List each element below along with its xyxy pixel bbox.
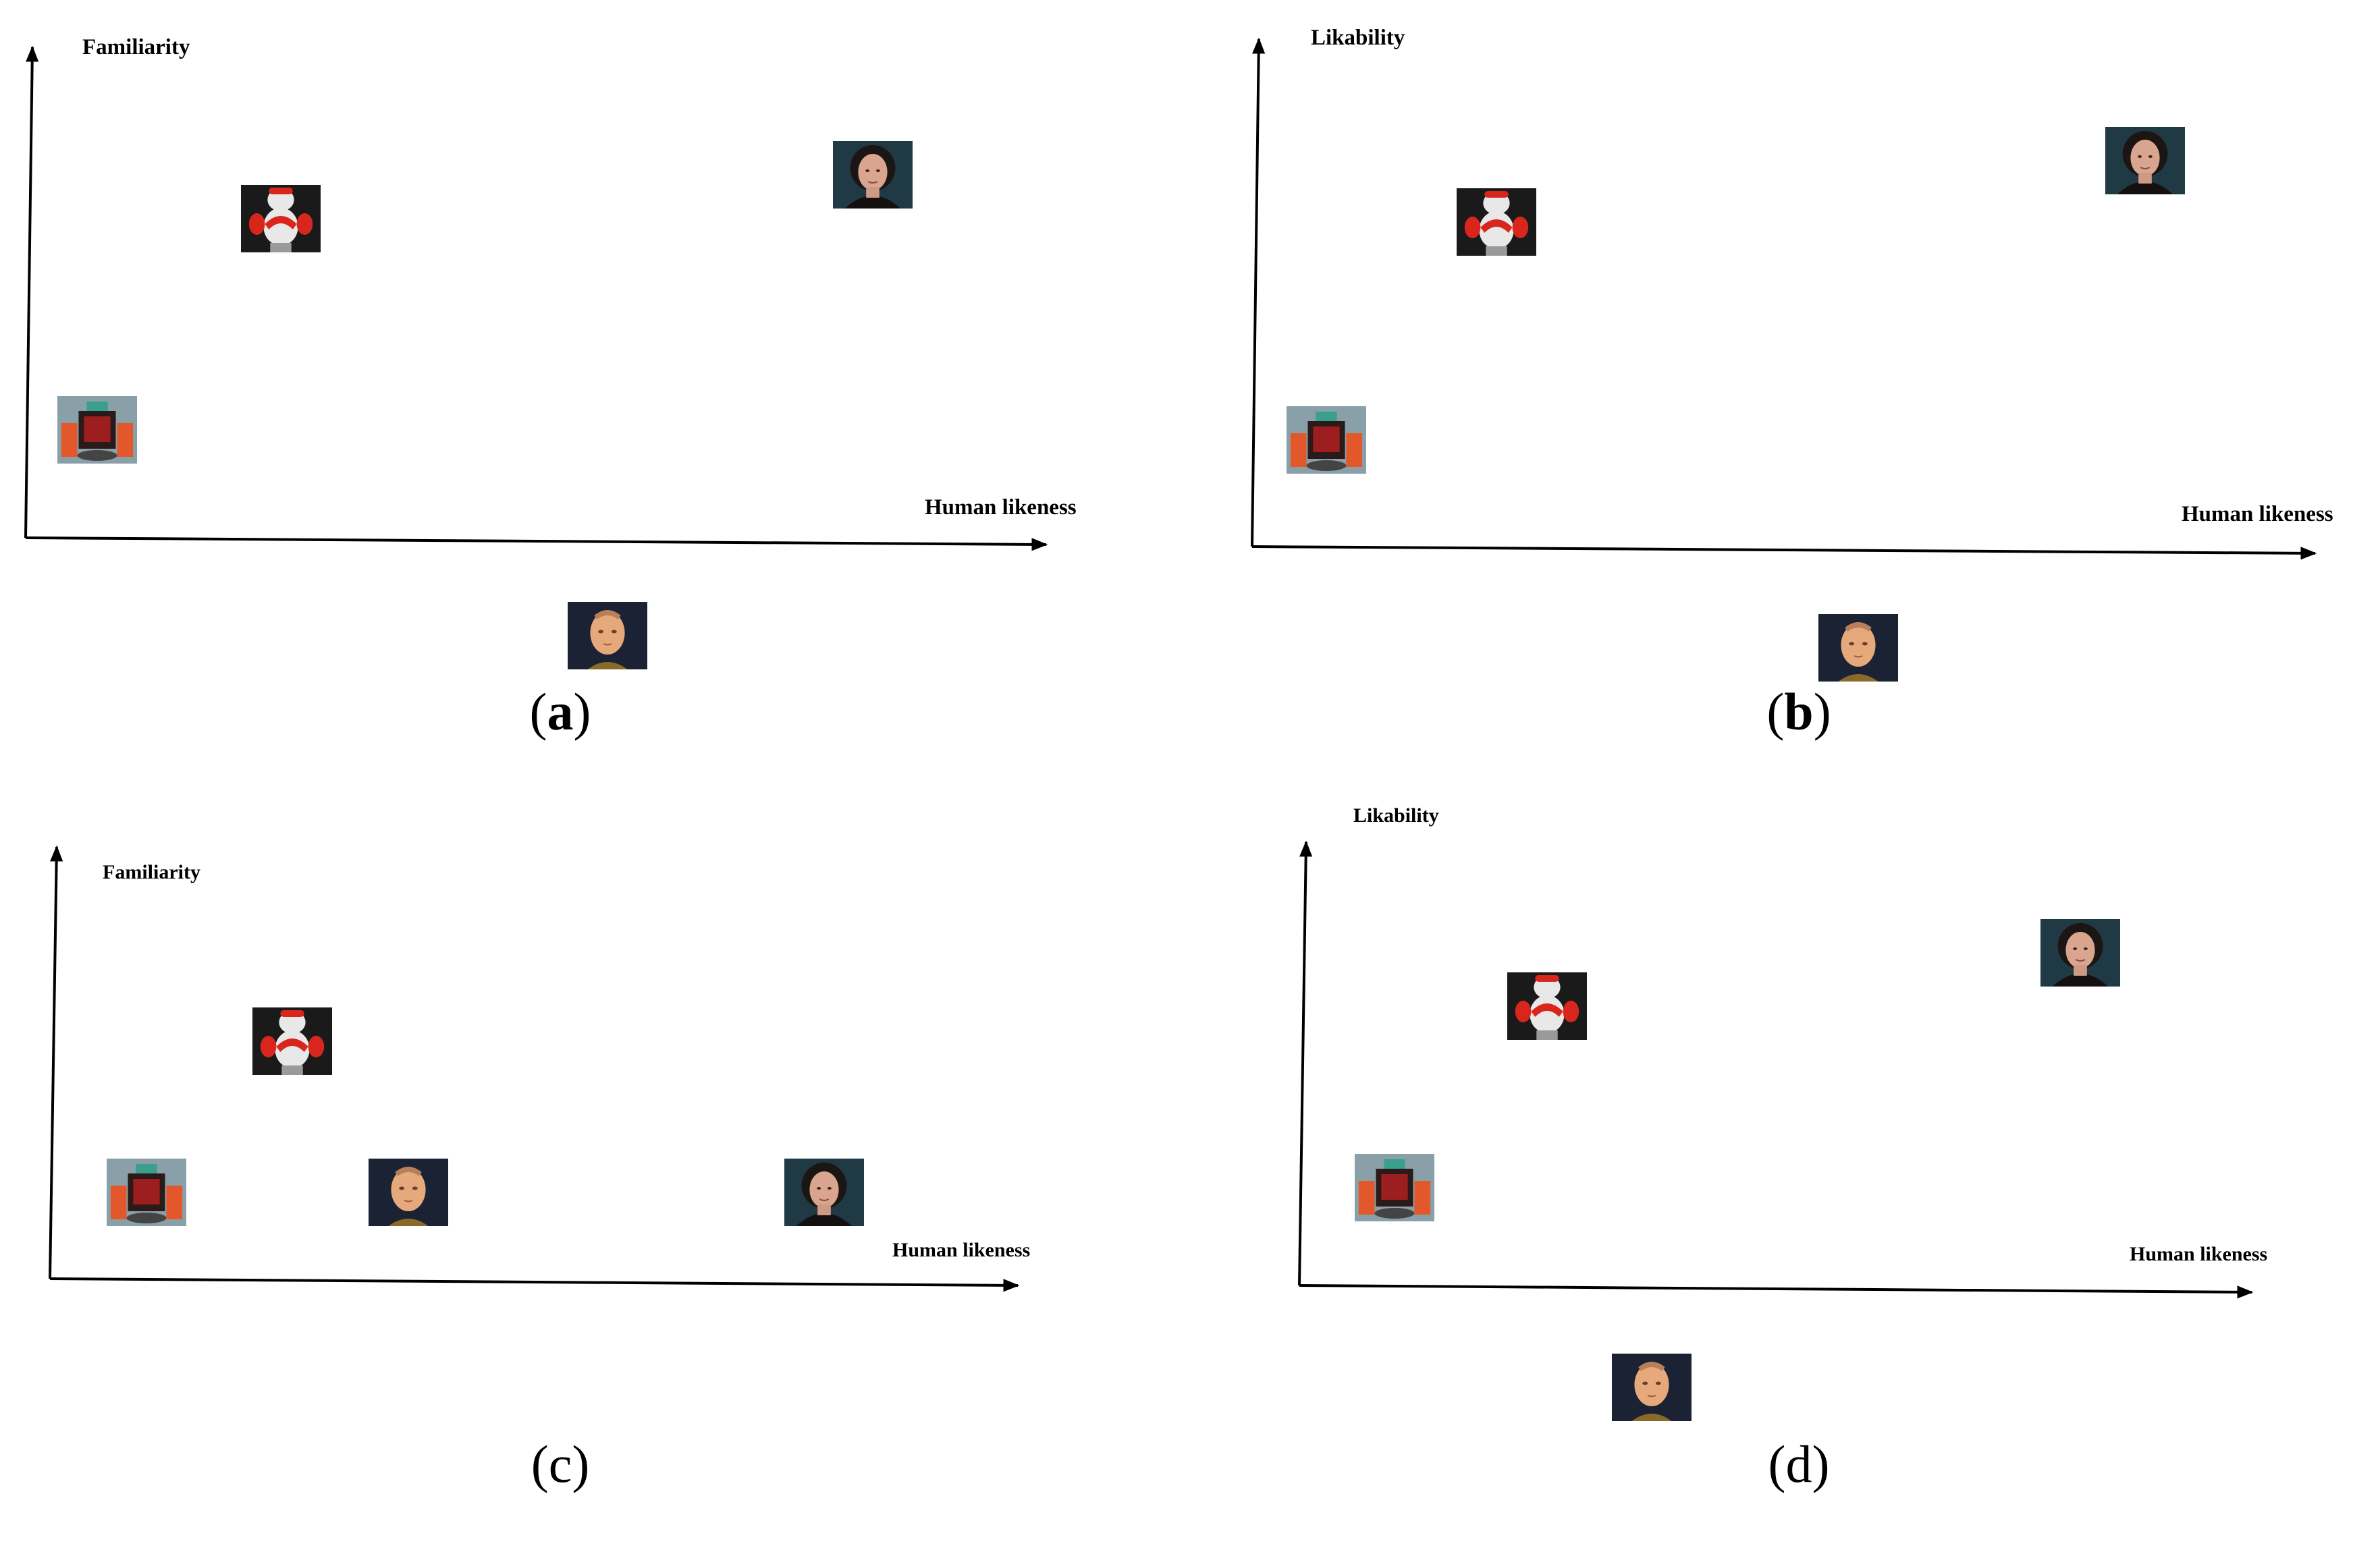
panel-caption: (d): [1768, 1435, 1830, 1493]
humanoid-robot-photo-icon: [241, 185, 321, 253]
y-axis-label: Likability: [1311, 26, 1405, 50]
android-head-photo-icon: [368, 1159, 448, 1226]
human-face-photo-icon: [784, 1159, 865, 1226]
data-point-robot-kit: [1287, 406, 1367, 474]
x-axis-label: Human likeness: [2130, 1243, 2267, 1265]
data-point-robot-kit: [107, 1159, 187, 1226]
data-point-human: [832, 141, 913, 209]
data-point-android-head: [1818, 614, 1898, 682]
data-point-human: [784, 1159, 865, 1226]
panel-caption: (c): [531, 1435, 590, 1493]
data-point-android-head: [567, 602, 647, 670]
android-head-photo-icon: [1818, 614, 1898, 682]
data-point-humanoid-robot: [252, 1007, 332, 1075]
data-point-robot-kit: [1355, 1154, 1435, 1222]
panel-caption-letter: a: [547, 682, 574, 741]
data-point-robot-kit: [57, 396, 137, 464]
y-axis: [24, 45, 39, 538]
x-axis-label: Human likeness: [925, 495, 1077, 520]
y-axis-label: Familiarity: [82, 35, 190, 59]
y-axis: [1298, 840, 1313, 1286]
x-axis: [25, 536, 1048, 551]
x-axis: [49, 1277, 1020, 1292]
y-axis: [49, 845, 63, 1279]
panel-caption-letter: b: [1784, 682, 1814, 741]
x-axis: [1251, 545, 2317, 560]
robot-kit-photo-icon: [107, 1159, 187, 1226]
x-axis-label: Human likeness: [892, 1239, 1030, 1261]
data-point-humanoid-robot: [1507, 972, 1587, 1041]
y-axis: [1251, 37, 1266, 547]
humanoid-robot-photo-icon: [1457, 188, 1537, 256]
x-axis: [1299, 1284, 2254, 1299]
data-point-human: [2105, 127, 2185, 195]
panel-caption: (b): [1766, 682, 1831, 741]
robot-kit-photo-icon: [1355, 1154, 1435, 1222]
data-point-humanoid-robot: [241, 185, 321, 253]
human-face-photo-icon: [2040, 919, 2121, 987]
humanoid-robot-photo-icon: [252, 1007, 332, 1075]
y-axis-label: Familiarity: [103, 861, 200, 883]
x-axis-label: Human likeness: [2182, 502, 2333, 526]
data-point-android-head: [1612, 1354, 1692, 1422]
data-point-android-head: [368, 1159, 448, 1226]
data-point-human: [2040, 919, 2121, 987]
robot-kit-photo-icon: [57, 396, 137, 464]
data-point-humanoid-robot: [1457, 188, 1537, 256]
y-axis-label: Likability: [1353, 804, 1439, 827]
humanoid-robot-photo-icon: [1507, 972, 1587, 1041]
panel-caption-letter: d: [1785, 1435, 1812, 1493]
android-head-photo-icon: [567, 602, 647, 670]
robot-kit-photo-icon: [1287, 406, 1367, 474]
human-face-photo-icon: [832, 141, 913, 209]
panel-caption: (a): [529, 682, 591, 741]
panel-caption-letter: c: [548, 1435, 572, 1493]
human-face-photo-icon: [2105, 127, 2185, 195]
android-head-photo-icon: [1612, 1354, 1692, 1422]
